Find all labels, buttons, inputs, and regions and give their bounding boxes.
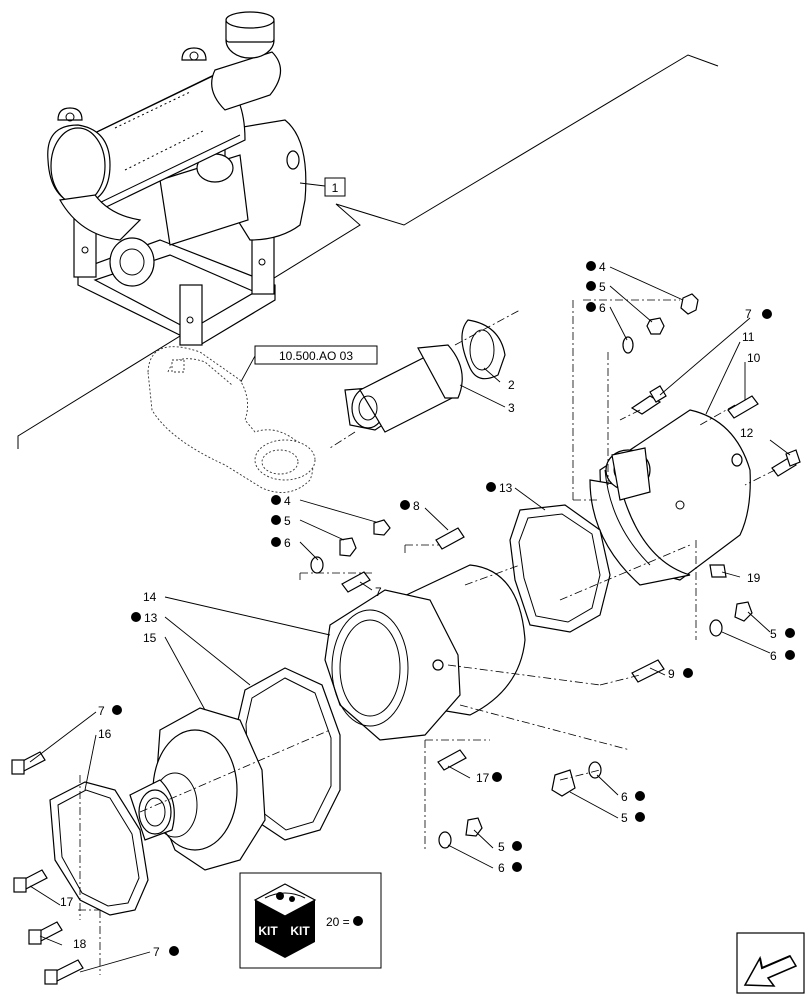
washer-6-bottom	[438, 831, 452, 849]
callout-2: 2	[508, 378, 515, 392]
kit-box-icon: KIT KIT	[253, 883, 317, 958]
callout-16: 16	[98, 727, 112, 741]
bolt-7-center	[341, 571, 371, 593]
callout-8: 8	[413, 499, 420, 513]
nut-5-bottom	[465, 817, 483, 837]
callout-5-bottom: 5	[498, 840, 505, 854]
washer-6	[622, 336, 634, 354]
cross-reference-box	[254, 345, 378, 365]
stud-8	[435, 527, 465, 550]
callout-7-top: 7	[745, 307, 752, 321]
bolt-7	[630, 395, 662, 415]
ref-box-leader	[299, 182, 326, 187]
callout-17-center: 17	[476, 771, 490, 785]
callout-14: 14	[143, 590, 157, 604]
callout-6-bottom: 6	[498, 861, 505, 875]
callout-6-center: 6	[284, 536, 291, 550]
canister-14	[324, 564, 526, 741]
kit-word-left: KIT	[258, 924, 278, 938]
engine-assembly-illustration	[47, 11, 307, 346]
callout-5-right: 5	[770, 627, 777, 641]
nav-arrow-box[interactable]	[736, 932, 805, 994]
callout-6-lower: 6	[621, 790, 628, 804]
cross-reference-label: 10.500.AO 03	[279, 349, 353, 363]
callout-7-bottom: 7	[153, 945, 160, 959]
screw-19	[709, 564, 727, 578]
gasket-2	[461, 319, 506, 380]
callout-18: 18	[73, 937, 87, 951]
callout-11: 11	[742, 330, 755, 344]
gasket-16	[49, 781, 149, 916]
cone-end-15	[129, 707, 266, 871]
callout-5-center: 5	[284, 514, 291, 528]
nut-4-center	[373, 519, 391, 536]
callout-10: 10	[747, 351, 761, 365]
callout-3: 3	[508, 401, 515, 415]
callout-19: 19	[747, 571, 761, 585]
washer-6-right	[709, 619, 723, 637]
callout-13-right: 13	[499, 481, 513, 495]
callout-7-center: 7	[375, 585, 382, 599]
gasket-13-right	[509, 504, 611, 633]
flange-nut-5	[646, 317, 665, 335]
ref-box-1	[324, 177, 346, 197]
pipe-3	[344, 344, 463, 433]
callout-4-top: 4	[599, 260, 606, 274]
flange-nut-5-center	[339, 537, 357, 557]
leader-lines	[29, 266, 791, 973]
kit-word-right: KIT	[290, 924, 310, 938]
kit-equation: 20 =	[326, 915, 350, 929]
bolt-17-center	[437, 749, 467, 771]
stud-9	[631, 659, 665, 683]
callout-4-center: 4	[284, 494, 291, 508]
nut-4	[680, 293, 699, 315]
callout-15: 15	[143, 631, 157, 645]
muffler-end-cap	[589, 409, 751, 586]
assembly-centerlines	[78, 299, 776, 975]
callout-13-left: 13	[144, 611, 158, 625]
ref-box-label: 1	[332, 181, 339, 195]
fasteners-right	[622, 293, 801, 637]
nut-5-right	[734, 601, 753, 622]
callout-5-top: 5	[599, 280, 606, 294]
callout-9: 9	[668, 667, 675, 681]
callout-6-right: 6	[770, 649, 777, 663]
callout-12: 12	[740, 426, 754, 440]
divider-line	[17, 54, 719, 449]
exhaust-elbow-ghost	[147, 346, 316, 493]
callout-5-lower: 5	[621, 811, 628, 825]
callout-17-left: 17	[60, 895, 74, 909]
callout-6-top: 6	[599, 301, 606, 315]
flange-nut-5-lower	[551, 769, 576, 797]
stud-10	[727, 395, 759, 419]
callout-7-left: 7	[98, 704, 105, 718]
callouts: 4 5 6 7 11 10 12 2 3 4 5 6 8 13 7 19 5 6…	[60, 260, 795, 959]
washer-6-lower	[588, 761, 602, 779]
kit-box: KIT KIT 20 =	[239, 872, 382, 969]
